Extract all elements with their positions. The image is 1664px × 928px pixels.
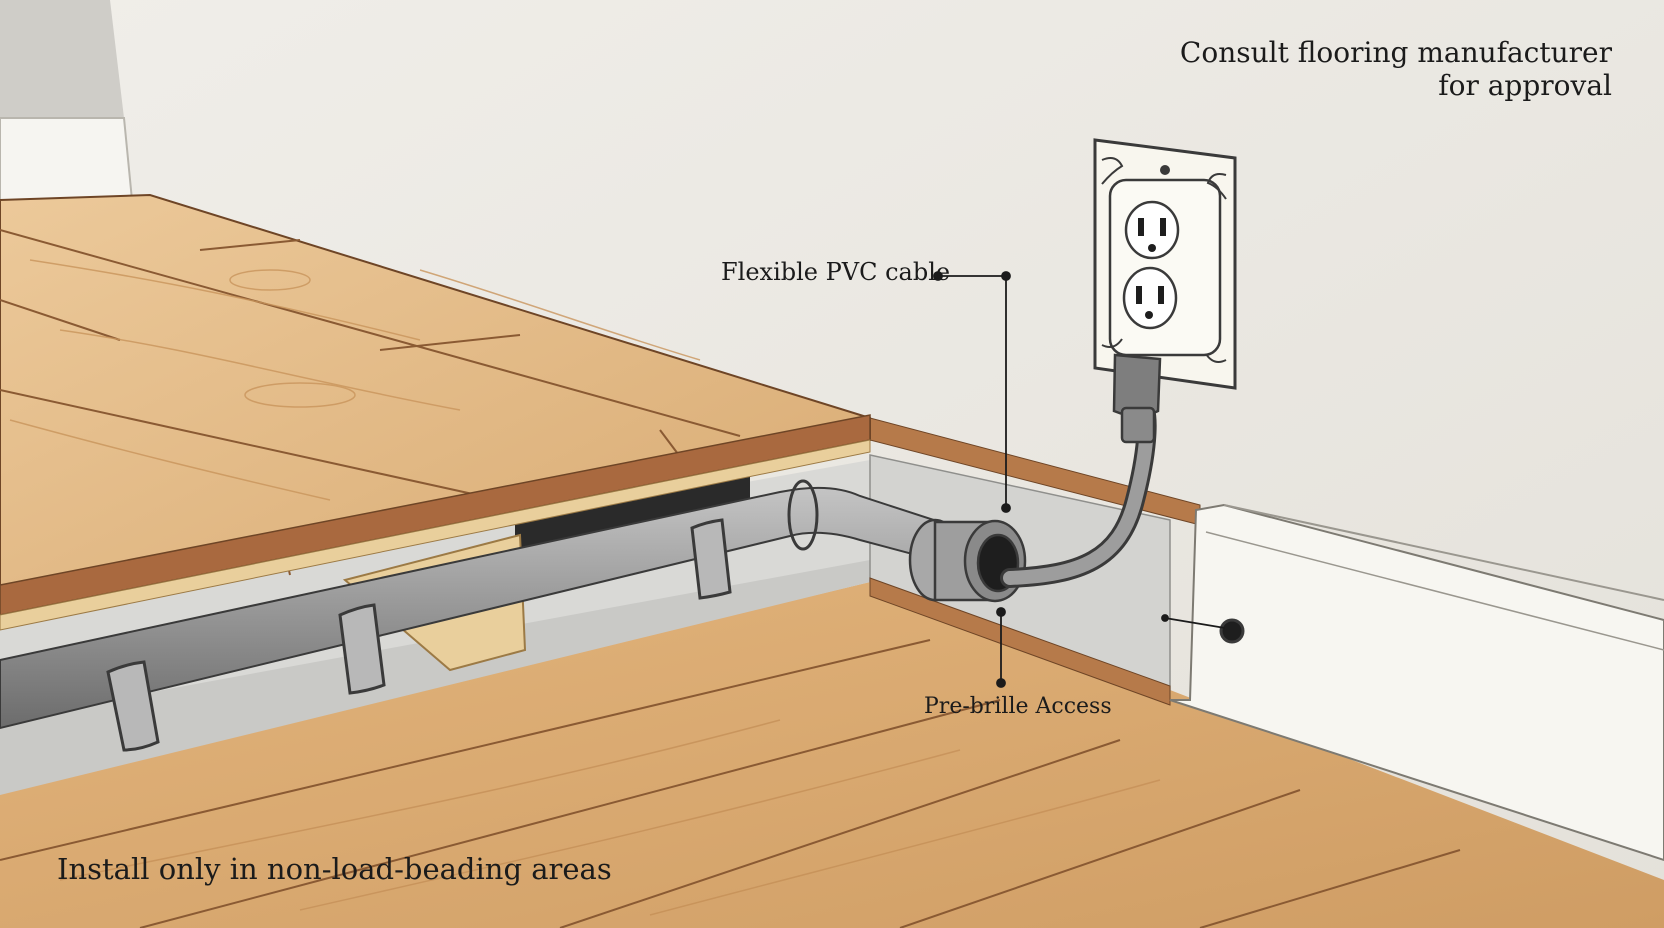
manufacturer-note: Consult flooring manufacturer for approv… <box>1180 36 1612 102</box>
cable-callout: Flexible PVC cable <box>721 258 951 286</box>
lower-floor <box>0 582 1664 928</box>
access-hole-icon <box>1219 618 1245 644</box>
plug-icon <box>1112 353 1162 444</box>
conduit-clamp-icon <box>106 518 732 752</box>
junction-fitting <box>908 518 1027 603</box>
channel-floor-edge <box>869 577 1171 706</box>
subfloor-strip <box>0 439 871 631</box>
baseboard-profile-2 <box>1205 531 1664 651</box>
load-bearing-note: Install only in non-load-beading areas <box>57 852 612 886</box>
duplex-outlet-icon <box>1093 138 1237 390</box>
leader-lines <box>933 271 1226 688</box>
left-corner-wall <box>0 0 124 118</box>
upper-floor-grain <box>9 259 701 501</box>
lower-floor-seams <box>0 639 1461 928</box>
conduit-coupling-ring <box>787 479 819 551</box>
lower-floor-grain <box>59 719 1161 916</box>
access-callout: Pre-brille Access <box>924 694 1112 719</box>
manufacturer-note-line2: for approval <box>1438 69 1612 102</box>
channel-floor <box>0 560 870 795</box>
baseboard-profile <box>1223 504 1664 601</box>
manufacturer-note-line1: Consult flooring manufacturer <box>1179 36 1612 69</box>
